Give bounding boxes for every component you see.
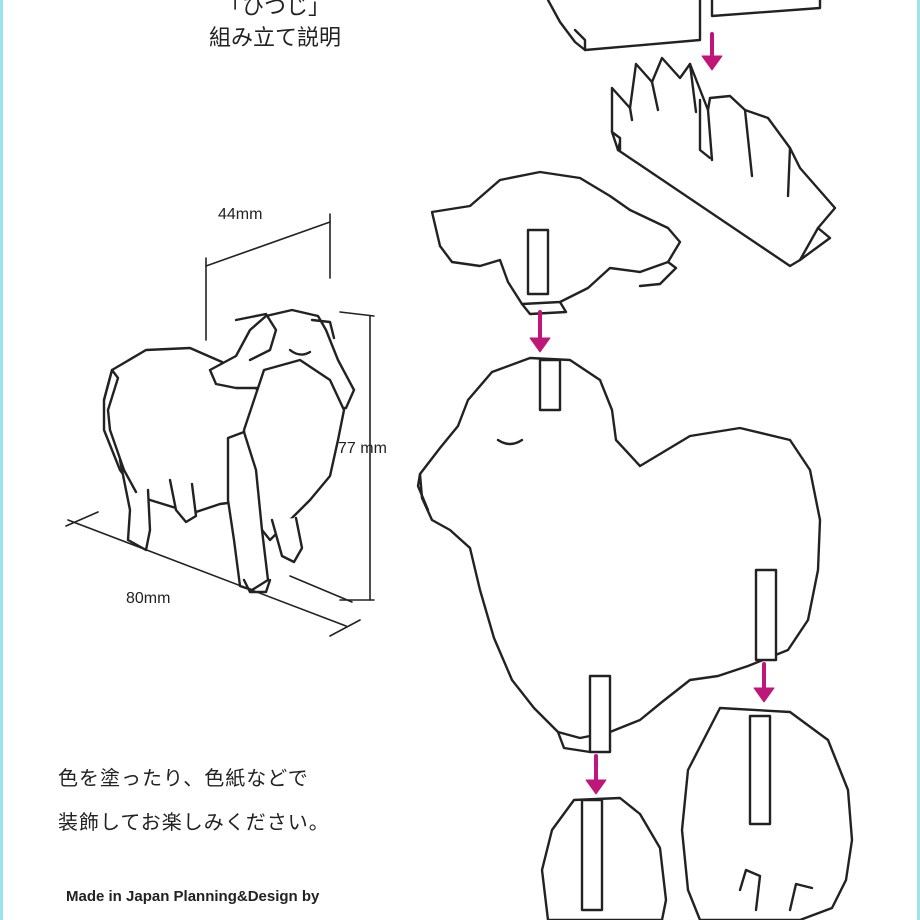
body-piece (416, 356, 822, 754)
title-block: 「ひつじ」 組み立て説明 (150, 0, 400, 56)
assembly-arrows (529, 32, 775, 795)
grass-piece (610, 56, 837, 268)
note-line-1: 色を塗ったり、色紙などで (58, 766, 309, 790)
height-label: 77 mm (338, 440, 387, 457)
page-title: 「ひつじ」 (219, 0, 330, 20)
back-leg-piece (680, 706, 854, 920)
page-subtitle: 組み立て説明 (208, 26, 341, 51)
width-label: 80mm (126, 590, 171, 607)
footer-credit: Made in Japan Planning&Design by (66, 888, 320, 905)
depth-label: 44mm (218, 206, 263, 223)
note-line-2: 装飾してお楽しみください。 (58, 810, 330, 834)
frame-left-border (0, 0, 3, 920)
assembled-sheep (102, 308, 356, 594)
top-leg-piece (546, 0, 822, 52)
frame-right-border (917, 0, 920, 920)
dimension-lines (65, 213, 375, 637)
front-leg-piece (540, 796, 668, 920)
head-piece (430, 170, 682, 316)
